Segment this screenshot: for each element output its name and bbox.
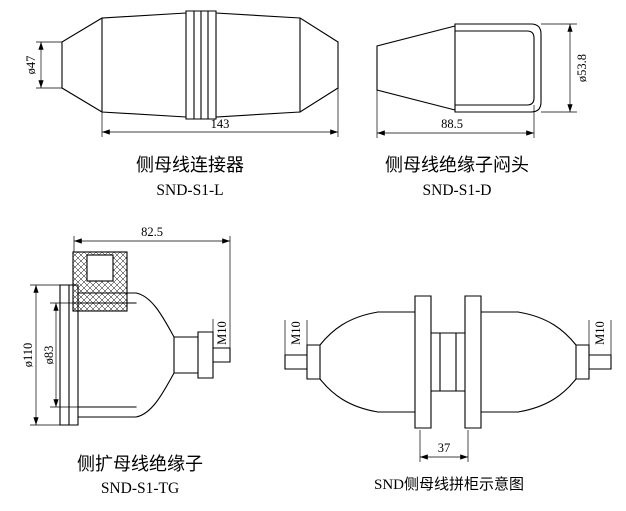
assembly-extension-lines <box>284 320 612 462</box>
connector-model: SND-S1-L <box>156 182 223 199</box>
cap-model: SND-S1-D <box>423 182 492 199</box>
insulator-inner-diameter-label: ø83 <box>42 346 56 365</box>
cap-title: 侧母线绝缘子闷头 <box>385 155 529 175</box>
connector-title: 侧母线连接器 <box>136 155 244 175</box>
assembly-left-thread-label: M10 <box>289 321 303 345</box>
cap-drawing: ø53.8 88.5 侧母线绝缘子闷头 SND-S1-D <box>376 23 589 199</box>
assembly-right-thread-label: M10 <box>593 321 607 345</box>
insulator-extension-lines <box>30 236 231 426</box>
assembly-outline <box>284 295 612 429</box>
connector-outline <box>61 10 339 120</box>
cap-diameter-label: ø53.8 <box>575 54 589 82</box>
connector-diameter-label: ø47 <box>24 56 38 75</box>
insulator-outline <box>59 284 231 426</box>
insulator-outer-diameter-label: ø110 <box>21 343 35 368</box>
insulator-slot <box>86 254 114 282</box>
cap-outline <box>376 23 542 113</box>
insulator-title: 侧扩母线绝缘子 <box>77 454 203 474</box>
assembly-spacing-label: 37 <box>438 441 451 455</box>
cap-length-label: 88.5 <box>441 117 463 131</box>
assembly-drawing: M10 M10 37 SND侧母线拼柜示意图 <box>284 295 612 493</box>
insulator-length-label: 82.5 <box>141 225 163 239</box>
connector-drawing: ø47 143 侧母线连接器 SND-S1-L <box>24 10 339 199</box>
cap-extension-lines <box>376 23 577 138</box>
assembly-title: SND侧母线拼柜示意图 <box>374 475 524 493</box>
insulator-model: SND-S1-TG <box>101 480 179 497</box>
insulator-thread-label: M10 <box>215 321 229 345</box>
connector-extension-lines <box>36 41 339 137</box>
insulator-drawing: 82.5 ø110 ø83 M10 侧扩母线绝缘子 SND-S1-TG <box>21 225 231 497</box>
connector-length-label: 143 <box>211 117 230 131</box>
